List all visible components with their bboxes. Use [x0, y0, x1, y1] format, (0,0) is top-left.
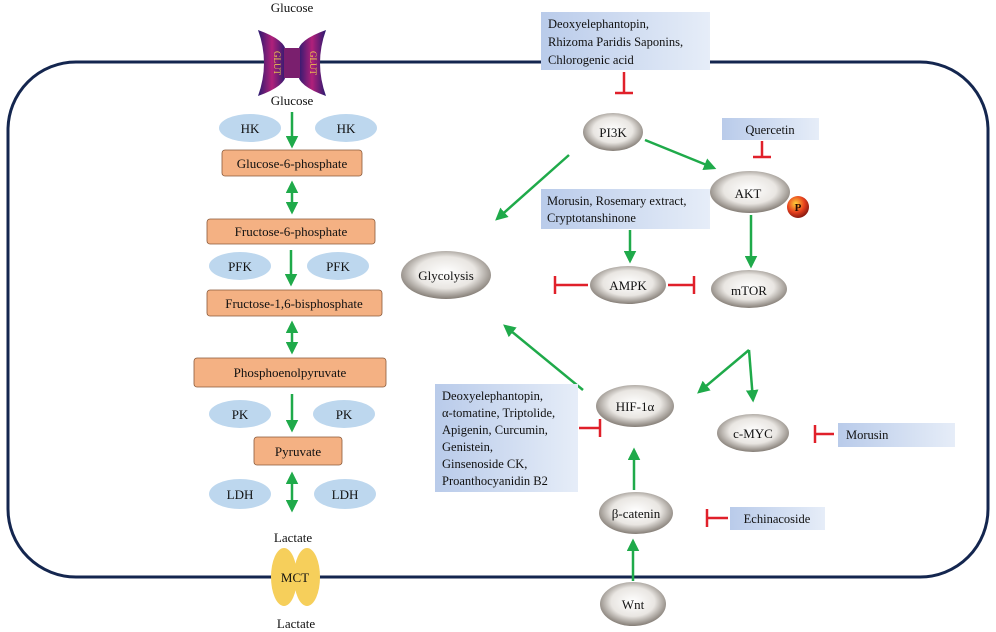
enzyme-pfk-right — [307, 252, 369, 280]
enzyme-hk-right — [315, 114, 377, 142]
metabolite-f16bp-label: Fructose-1,6-bisphosphate — [225, 296, 363, 311]
node-cmyc — [717, 414, 789, 452]
arrow-mtor-cmyc — [745, 349, 759, 403]
inhibitor-box-cmyc-text: Morusin — [846, 428, 889, 442]
enzyme-ldh-right — [314, 479, 376, 509]
metabolite-pyruvate — [253, 436, 343, 466]
inhibitor-box-pi3k-text: Deoxyelephantopin, Rhizoma Paridis Sapon… — [548, 17, 686, 67]
node-bcatenin — [599, 492, 673, 534]
node-ampk — [590, 266, 666, 304]
enzyme-ldh-left — [209, 479, 271, 509]
node-hif1a — [596, 385, 674, 427]
enzyme-pfk-left-label: PFK — [228, 259, 252, 274]
glut-label-right: GLUT — [308, 51, 318, 75]
inhibit-akt — [753, 141, 771, 159]
node-bcatenin-label: β-catenin — [612, 506, 661, 521]
node-akt-label: AKT — [735, 186, 762, 201]
metabolite-g6p-label: Glucose-6-phosphate — [237, 156, 348, 171]
node-pi3k — [583, 113, 643, 151]
enzyme-hk-left — [219, 114, 281, 142]
inhibitor-box-pi3k — [541, 12, 710, 70]
node-glycolysis — [401, 251, 491, 299]
inhibit-pi3k — [615, 72, 633, 95]
metabolite-f6p-label: Fructose-6-phosphate — [235, 224, 348, 239]
enzyme-hk-right-label: HK — [337, 121, 356, 136]
node-mtor-label: mTOR — [731, 283, 767, 298]
enzyme-ldh-left-label: LDH — [227, 487, 254, 502]
mct-label: MCT — [281, 570, 309, 585]
node-ampk-label: AMPK — [609, 278, 647, 293]
lactate-outside-label: Lactate — [277, 616, 315, 631]
node-mtor — [711, 270, 787, 308]
glut-label-left: GLUT — [272, 51, 282, 75]
inhibitor-box-akt-text: Quercetin — [745, 123, 795, 137]
enzyme-pk-right-label: PK — [336, 407, 353, 422]
glucose-outside-label: Glucose — [271, 0, 314, 15]
node-wnt-label: Wnt — [622, 597, 645, 612]
inhibitor-box-bcatenin — [730, 507, 825, 530]
inhibitor-box-hif — [435, 384, 578, 492]
node-akt — [710, 171, 790, 213]
inhibitor-box-ampk-text: Morusin, Rosemary extract, Cryptotanshin… — [547, 194, 690, 225]
cell-membrane — [6, 60, 990, 579]
enzyme-ldh-right-label: LDH — [332, 487, 359, 502]
lactate-inside-label: Lactate — [274, 530, 312, 545]
glut-transporter: GLUT GLUT — [258, 30, 326, 96]
inhibitor-box-bcatenin-text: Echinacoside — [744, 512, 811, 526]
inhibit-ampk-left — [553, 276, 588, 294]
metabolite-pep — [193, 357, 387, 388]
inhibitor-box-cmyc — [838, 423, 955, 447]
arrow-mtor-hif — [697, 349, 750, 394]
enzyme-pfk-right-label: PFK — [326, 259, 350, 274]
enzyme-hk-left-label: HK — [241, 121, 260, 136]
glucose-inside-label: Glucose — [271, 93, 314, 108]
arrow-pi3k-akt — [644, 138, 717, 171]
inhibit-hif — [579, 419, 602, 437]
inhibit-cmyc — [813, 425, 834, 443]
node-hif1a-label: HIF-1α — [616, 399, 655, 414]
enzyme-pk-left — [209, 400, 271, 428]
node-cmyc-label: c-MYC — [733, 426, 773, 441]
node-pi3k-label: PI3K — [599, 125, 627, 140]
inhibit-ampk-mtor — [668, 276, 696, 294]
metabolite-f16bp — [206, 289, 383, 317]
inhibitor-box-ampk — [541, 189, 710, 229]
enzyme-pk-left-label: PK — [232, 407, 249, 422]
node-glycolysis-label: Glycolysis — [418, 268, 474, 283]
inhibitor-box-akt — [722, 118, 819, 140]
enzyme-pk-right — [313, 400, 375, 428]
metabolite-pyruvate-label: Pyruvate — [275, 444, 321, 459]
arrow-hif-glycolysis — [503, 324, 584, 391]
inhibit-bcatenin — [705, 509, 728, 527]
arrow-pi3k-glycolysis — [495, 154, 570, 221]
node-wnt — [600, 582, 666, 626]
mct-transporter: MCT — [271, 548, 320, 606]
phospho-badge — [787, 196, 809, 218]
inhibitor-box-hif-text: Deoxyelephantopin, α-tomatine, Triptolid… — [442, 389, 558, 488]
enzyme-pfk-left — [209, 252, 271, 280]
metabolite-f6p — [206, 218, 376, 245]
metabolite-pep-label: Phosphoenolpyruvate — [234, 365, 347, 380]
phospho-badge-label: P — [795, 202, 802, 214]
metabolite-g6p — [221, 149, 363, 177]
